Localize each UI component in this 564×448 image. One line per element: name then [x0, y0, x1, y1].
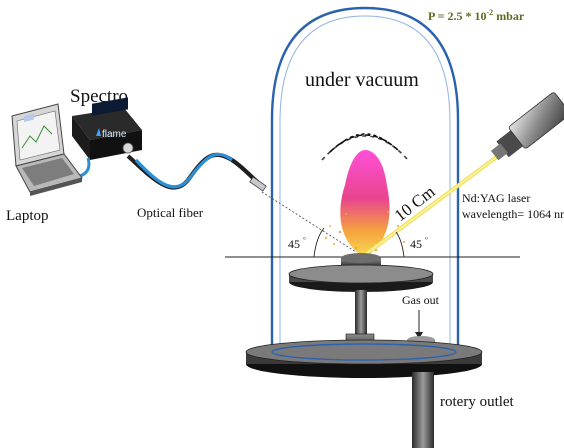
vacuum-label: under vacuum: [305, 69, 419, 91]
laptop: [11, 103, 83, 196]
gas-out-label: Gas out: [402, 293, 440, 307]
optical-fiber-label: Optical fiber: [137, 205, 204, 220]
outlet-label: rotery outlet: [440, 394, 515, 410]
fiber-collimator: [249, 176, 267, 192]
shock-waves: [321, 133, 409, 161]
base-plate: [245, 339, 483, 378]
laptop-label: Laptop: [6, 208, 49, 224]
angle-right-label: 45: [410, 237, 422, 251]
wavelength-label: wavelength= 1064 nm: [462, 207, 564, 221]
laser-head: [490, 92, 564, 161]
rotating-stage: [288, 264, 434, 292]
degree-right: °: [425, 236, 428, 244]
flame-logo: flame: [102, 129, 127, 140]
angle-marks: [313, 227, 405, 258]
laser-name-label: Nd:YAG laser: [462, 191, 530, 205]
stage-shaft: [355, 290, 367, 336]
angle-left-label: 45: [288, 237, 300, 251]
degree-left: °: [303, 236, 306, 244]
plasma-plume: [325, 150, 405, 258]
spectrometer: flame: [72, 97, 142, 160]
laser-beam: [364, 154, 500, 256]
pressure-label: P = 2.5 * 10-2 mbar: [428, 8, 525, 23]
vacuum-chamber: [270, 6, 460, 358]
flame-icon: [96, 128, 101, 136]
rotary-outlet-pipe: [412, 372, 434, 448]
gas-out-arrowhead: [415, 332, 423, 339]
collection-line: [261, 191, 357, 253]
optical-fiber: [126, 152, 264, 190]
